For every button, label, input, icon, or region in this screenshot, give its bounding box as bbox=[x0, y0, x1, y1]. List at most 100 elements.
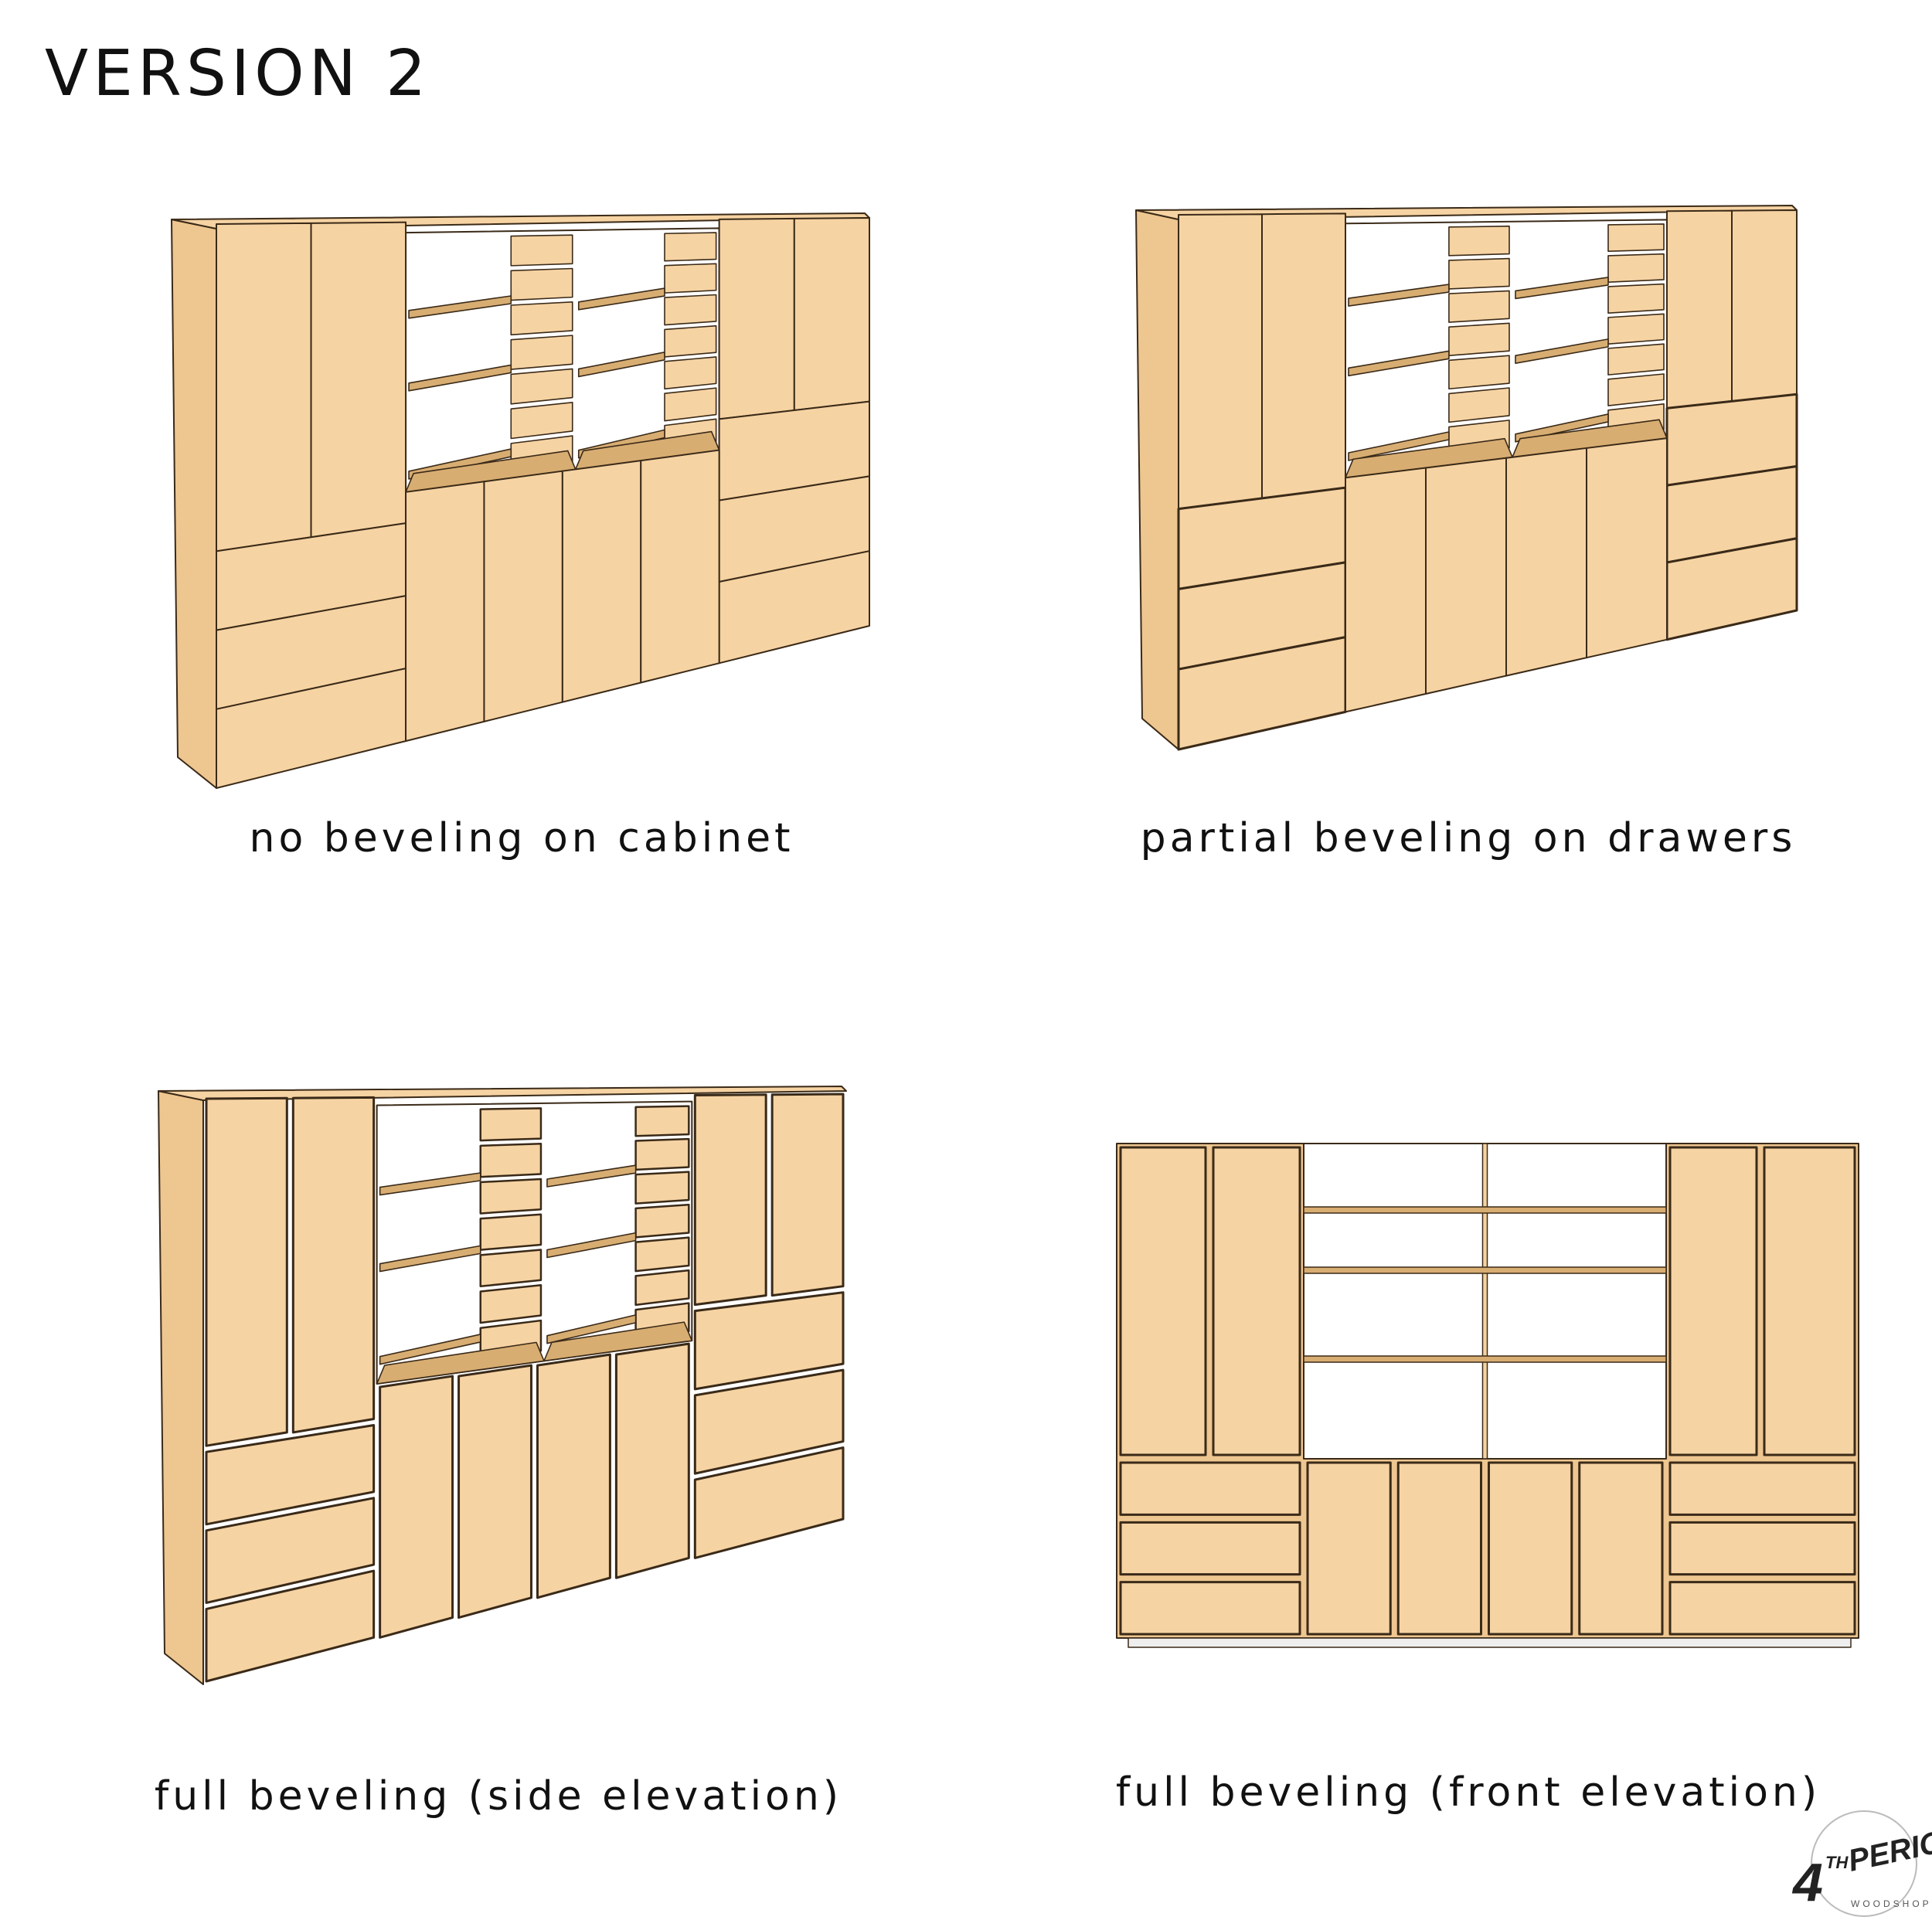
drawer-front bbox=[1668, 1581, 1856, 1636]
base-door bbox=[1396, 1461, 1482, 1636]
drawer-front bbox=[205, 1497, 376, 1604]
tall-door bbox=[1119, 1146, 1207, 1456]
base-door bbox=[405, 481, 485, 743]
tall-door bbox=[205, 1096, 288, 1447]
logo-circle bbox=[1811, 1810, 1917, 1917]
organizer-slat bbox=[1607, 283, 1665, 314]
tall-door bbox=[1212, 1146, 1301, 1456]
caption-no-beveling: no beveling on cabinet bbox=[249, 815, 794, 862]
caption-full-beveling-side: full beveling (side elevation) bbox=[154, 1773, 843, 1820]
base-door bbox=[1505, 447, 1587, 677]
shelf bbox=[408, 364, 512, 392]
shelf bbox=[379, 1245, 481, 1273]
drawer-front bbox=[205, 1424, 376, 1526]
base-door bbox=[457, 1364, 532, 1619]
opening-floor bbox=[543, 1321, 693, 1362]
shelf bbox=[1348, 350, 1450, 377]
organizer-slat bbox=[1448, 225, 1510, 257]
organizer-slat bbox=[479, 1213, 543, 1251]
drawer-front bbox=[1119, 1461, 1301, 1516]
woodshop-logo: 4 TH PERIOD WOODSHOP bbox=[1791, 1810, 1932, 1917]
organizer-slat bbox=[634, 1105, 690, 1137]
center-divider bbox=[1481, 1143, 1488, 1460]
shelf bbox=[1515, 277, 1609, 300]
organizer-slat bbox=[1607, 223, 1665, 253]
organizer-slat bbox=[634, 1236, 690, 1273]
page-title: VERSION 2 bbox=[45, 37, 431, 110]
organizer-slat bbox=[510, 401, 573, 440]
base-door bbox=[561, 460, 642, 703]
base-door bbox=[614, 1342, 690, 1579]
drawer-front bbox=[693, 1291, 845, 1391]
organizer-slat bbox=[664, 356, 717, 390]
shelf bbox=[379, 1172, 481, 1196]
shelf bbox=[1303, 1355, 1667, 1363]
drawer-front bbox=[1668, 1521, 1856, 1576]
organizer-slat bbox=[664, 263, 717, 294]
drawer-front bbox=[205, 1569, 376, 1683]
organizer-slat bbox=[479, 1142, 543, 1178]
organizer-slat bbox=[479, 1107, 543, 1142]
shelf bbox=[379, 1334, 481, 1365]
cabinet-render-partial-beveling bbox=[1135, 205, 1798, 751]
drawer-front bbox=[693, 1368, 845, 1475]
svg-text:PERIOD: PERIOD bbox=[1845, 1820, 1932, 1878]
tall-door bbox=[291, 1096, 376, 1434]
organizer-slat bbox=[510, 267, 573, 301]
shelf bbox=[546, 1164, 637, 1188]
cabinet-render-no-beveling bbox=[171, 212, 870, 789]
drawer-front bbox=[1119, 1581, 1301, 1636]
caption-partial-beveling: partial beveling on drawers bbox=[1140, 815, 1797, 862]
tall-door bbox=[693, 1093, 767, 1307]
shelf bbox=[577, 287, 665, 311]
organizer-slat bbox=[479, 1284, 543, 1324]
organizer-slat bbox=[1607, 373, 1665, 406]
svg-text:WOODSHOP: WOODSHOP bbox=[1851, 1898, 1932, 1909]
organizer-slat bbox=[634, 1137, 690, 1171]
base-door bbox=[1586, 437, 1668, 659]
shelf bbox=[546, 1314, 637, 1344]
organizer-slat bbox=[510, 234, 573, 267]
drawer-front bbox=[693, 1446, 845, 1559]
cabinet-plinth bbox=[1128, 1637, 1852, 1648]
tall-door bbox=[216, 222, 312, 552]
organizer-slat bbox=[479, 1249, 543, 1288]
organizer-slat bbox=[664, 232, 717, 262]
shelf bbox=[1515, 413, 1609, 443]
svg-text:4: 4 bbox=[1791, 1852, 1823, 1912]
organizer-slat bbox=[1448, 257, 1510, 290]
shelf bbox=[1348, 431, 1450, 461]
base-door bbox=[1578, 1461, 1664, 1636]
tall-door bbox=[310, 221, 407, 539]
organizer-slat bbox=[664, 294, 717, 326]
organizer-slat bbox=[510, 301, 573, 336]
opening-floor bbox=[376, 1341, 545, 1385]
base-door bbox=[1425, 457, 1507, 695]
caption-full-beveling-front: full beveling (front elevation) bbox=[1115, 1769, 1821, 1816]
organizer-slat bbox=[634, 1203, 690, 1239]
shelf bbox=[577, 352, 665, 378]
svg-text:TH: TH bbox=[1825, 1853, 1849, 1872]
organizer-slat bbox=[510, 368, 573, 405]
base-door bbox=[536, 1353, 611, 1599]
tall-door bbox=[770, 1093, 845, 1297]
base-door bbox=[379, 1375, 454, 1639]
base-door bbox=[483, 470, 563, 722]
shelf bbox=[1348, 284, 1450, 307]
organizer-slat bbox=[1448, 290, 1510, 323]
tall-door bbox=[1763, 1146, 1856, 1456]
tall-door bbox=[1666, 209, 1733, 410]
drawer-front bbox=[1119, 1521, 1301, 1576]
organizer-slat bbox=[1448, 387, 1510, 423]
tall-door bbox=[793, 217, 870, 411]
tall-door bbox=[1178, 213, 1263, 510]
shelf bbox=[1515, 338, 1609, 364]
tall-door bbox=[718, 217, 795, 420]
base-door bbox=[1345, 467, 1427, 713]
organizer-slat bbox=[479, 1178, 543, 1215]
shelf bbox=[546, 1232, 637, 1259]
cabinet-render-full-beveling-side bbox=[158, 1086, 847, 1685]
organizer-slat bbox=[1607, 313, 1665, 345]
shelf bbox=[1303, 1206, 1667, 1214]
cabinet-render-full-beveling-front bbox=[1116, 1143, 1859, 1648]
